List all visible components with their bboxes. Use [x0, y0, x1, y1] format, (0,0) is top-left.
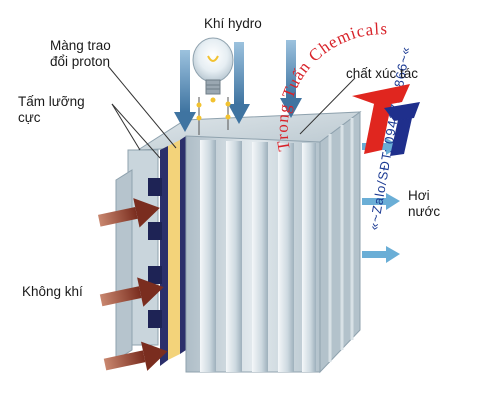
air-arrow: [97, 198, 160, 228]
air-arrow: [103, 341, 168, 371]
label-air: Không khí: [22, 284, 83, 299]
plate-rib: [302, 143, 316, 372]
logo-icon: [352, 84, 420, 156]
steam-arrow: [362, 193, 400, 210]
label-steam: Hơi nước: [408, 188, 440, 220]
label-steam-line: Hơi: [408, 188, 430, 203]
label-steam-line: nước: [408, 204, 441, 219]
air-arrows: [97, 198, 168, 371]
label-membrane-line: đổi proton: [50, 54, 111, 69]
plate-rib: [226, 141, 242, 372]
stack-front-face: [185, 135, 321, 373]
plate-rib: [200, 140, 216, 372]
label-bipolar-plate-line: Tấm lưỡng: [18, 94, 85, 109]
label-membrane-line: Màng trao: [50, 38, 111, 53]
stack-side-face: [319, 111, 361, 374]
plate-rib: [278, 143, 294, 372]
label-bipolar-plate: Tấm lưỡng cực: [18, 94, 85, 126]
hydrogen-arrow: [228, 42, 250, 124]
label-bipolar-plate-line: cực: [18, 110, 41, 125]
label-membrane: Màng trao đổi proton: [50, 38, 111, 70]
steam-arrow: [362, 246, 400, 263]
leader-lines: [107, 65, 356, 159]
hydrogen-arrow: [174, 50, 196, 132]
plate-rib: [252, 142, 268, 372]
hydrogen-arrows: [174, 40, 302, 132]
air-arrow: [99, 277, 164, 307]
label-catalyst: chất xúc tác: [346, 66, 419, 81]
label-hydrogen: Khí hydro: [204, 16, 262, 31]
hydrogen-arrow: [280, 40, 302, 118]
light-bulb-icon: [192, 37, 234, 135]
